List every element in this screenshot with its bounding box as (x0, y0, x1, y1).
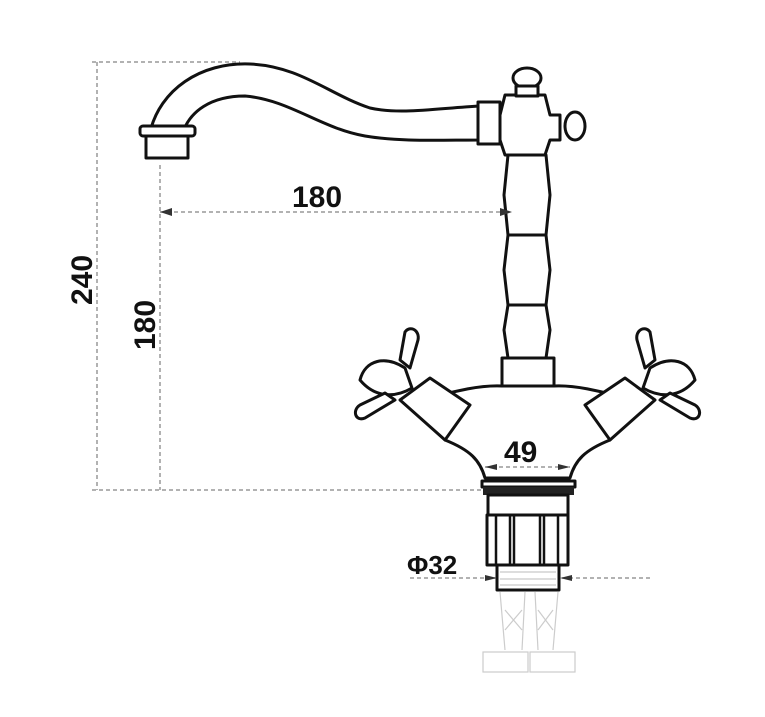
dim-thread-diameter: Φ32 (407, 550, 457, 580)
body (398, 376, 657, 480)
dimension-lines (92, 61, 650, 579)
left-cross-handle (353, 327, 420, 421)
mounting-shank-ghost (482, 591, 576, 673)
spout (138, 62, 482, 160)
dimension-overlay (160, 208, 572, 581)
dim-spout-height: 180 (129, 300, 162, 350)
dim-body-width: 49 (504, 436, 537, 469)
dim-spout-reach: 180 (292, 181, 342, 214)
base-fittings (480, 479, 577, 592)
right-cross-handle (635, 327, 702, 421)
dim-total-height: 240 (66, 255, 99, 305)
column (476, 66, 587, 388)
